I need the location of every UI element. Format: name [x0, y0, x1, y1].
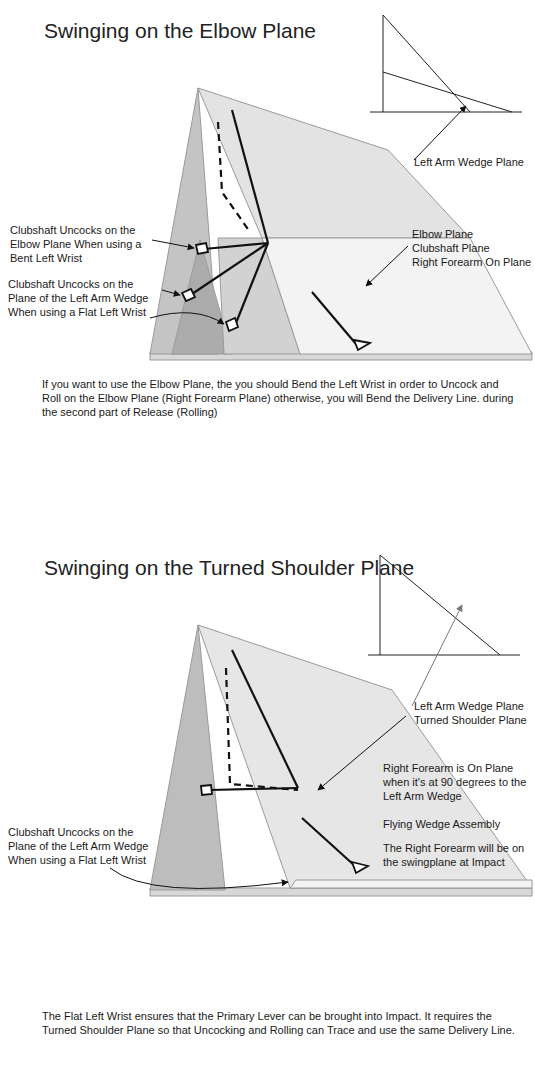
drawing-part — [354, 340, 370, 350]
drawing-part — [383, 15, 384, 112]
callout-text: Clubshaft Uncocks on the Elbow Plane Whe… — [10, 224, 152, 265]
callout-text: Clubshaft Uncocks on the Plane of the Le… — [8, 826, 160, 867]
drawing-part — [150, 313, 224, 324]
plane-label: Clubshaft Plane — [412, 242, 532, 256]
panel-title: Swinging on the Elbow Plane — [44, 18, 464, 43]
plane-label: Left Arm Wedge Plane — [414, 700, 532, 714]
drawing-part — [312, 292, 356, 344]
drawing-part — [201, 785, 212, 795]
drawing-part — [412, 605, 462, 706]
drawing-part — [414, 106, 466, 160]
swing-lines — [192, 110, 356, 344]
caption-text: If you want to use the Elbow Plane, the … — [42, 378, 516, 419]
note-text: Flying Wedge Assembly — [383, 818, 531, 832]
drawing-part — [366, 246, 408, 286]
drawing-part — [152, 240, 194, 248]
drawing-part — [290, 880, 532, 888]
drawing-part — [368, 655, 520, 656]
drawing-part — [232, 650, 298, 788]
drawing-part — [226, 668, 298, 790]
drawing-part — [204, 243, 268, 249]
plane-label: Right Forearm On Plane — [412, 256, 532, 270]
drawing-part — [302, 818, 355, 866]
drawing-part — [262, 238, 532, 354]
plane-label: Left Arm Wedge Plane — [414, 156, 532, 170]
drawing-part — [196, 243, 208, 254]
drawing-part — [383, 72, 512, 112]
caption-text: The Flat Left Wrist ensures that the Pri… — [42, 1010, 516, 1038]
plane-label: Elbow Plane — [412, 228, 532, 242]
note-text: The Right Forearm will be on the swingpl… — [383, 842, 531, 870]
drawing-part — [370, 112, 522, 113]
drawing-part — [162, 290, 180, 295]
callout-text: Clubshaft Uncocks on the Plane of the Le… — [8, 278, 160, 319]
drawing-part — [236, 243, 268, 323]
drawing-part — [218, 122, 250, 232]
wedge — [150, 625, 532, 896]
drawing-part — [182, 289, 195, 301]
drawing-part — [383, 15, 470, 112]
swing-lines — [210, 650, 355, 866]
panel-title: Swinging on the Turned Shoulder Plane — [44, 555, 484, 580]
drawing-part — [110, 868, 288, 888]
club-heads — [182, 243, 370, 350]
drawing-part — [352, 862, 368, 873]
drawing-part — [210, 788, 298, 790]
drawing-part — [232, 110, 268, 243]
inset-triangle — [370, 15, 522, 112]
drawing-part — [192, 243, 268, 294]
club-heads — [201, 785, 368, 873]
wedge — [150, 88, 532, 360]
drawing-part — [198, 625, 532, 888]
leader-lines — [150, 106, 466, 324]
drawing-part — [226, 318, 238, 331]
plane-label: Turned Shoulder Plane — [414, 714, 532, 728]
note-text: Right Forearm is On Plane when it's at 9… — [383, 762, 531, 803]
